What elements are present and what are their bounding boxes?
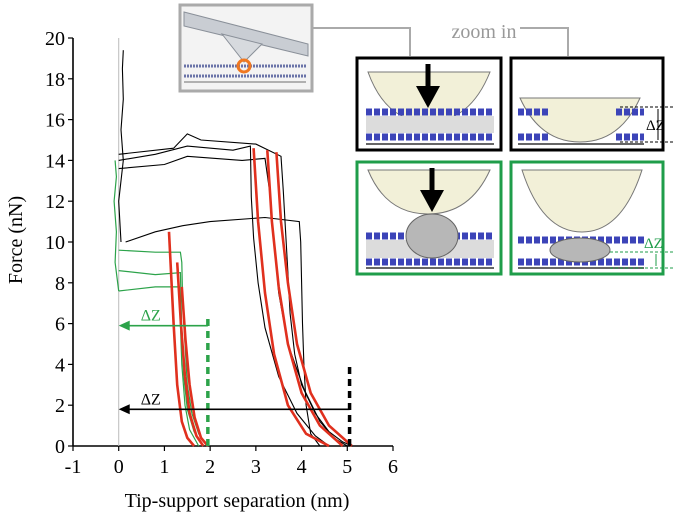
y-tick-label: 20	[45, 28, 65, 50]
delta-z-label-black-inset: ΔZ	[646, 118, 665, 134]
black-force-curve	[118, 50, 124, 243]
x-tick-label: 2	[205, 456, 215, 478]
x-tick-label: -1	[65, 456, 82, 478]
protein-cluster	[405, 213, 459, 259]
black-force-curve	[125, 216, 321, 447]
fit-curve	[266, 150, 344, 447]
y-tick-label: 2	[55, 395, 65, 417]
protein-cluster	[549, 237, 611, 263]
x-tick-label: 3	[251, 456, 261, 478]
down-arrow-icon	[416, 64, 440, 108]
arrowhead-left-icon	[118, 320, 130, 331]
y-tick-label: 18	[45, 69, 65, 91]
panel-protein-bilayer-approach	[355, 160, 503, 276]
y-tick-label: 4	[55, 354, 65, 376]
black-force-curve	[118, 133, 353, 447]
y-axis-label: Force (nN)	[5, 196, 27, 284]
green-force-curve	[118, 286, 200, 447]
x-tick-label: 5	[342, 456, 352, 478]
panel-protein-bilayer-breakthrough: ΔZ	[509, 160, 674, 276]
plot-overlay: ΔZ ΔZ	[118, 308, 352, 446]
x-axis-label: Tip-support separation (nm)	[125, 490, 350, 512]
zoom-connector-right	[520, 27, 569, 56]
y-tick-label: 14	[45, 150, 65, 172]
delta-z-label-black: ΔZ	[141, 391, 161, 408]
y-tick-label: 8	[55, 273, 65, 295]
y-tick-label: 12	[45, 191, 65, 213]
delta-z-label-green-inset: ΔZ	[644, 236, 663, 252]
fit-curve	[275, 152, 353, 447]
fit-curve	[252, 148, 330, 448]
panel-pure-bilayer-breakthrough: ΔZ	[509, 56, 674, 152]
delta-z-label-green: ΔZ	[141, 308, 161, 325]
panel-pure-bilayer-approach	[355, 56, 503, 152]
black-force-curve	[118, 145, 330, 447]
green-force-curve	[113, 160, 120, 292]
lipid-bilayer	[366, 108, 494, 145]
down-arrow-icon	[420, 168, 444, 212]
zoom-connector	[312, 27, 411, 56]
y-tick-label: 0	[55, 436, 65, 458]
fit-curve	[175, 262, 205, 447]
y-tick-label: 10	[45, 232, 65, 254]
x-tick-label: 1	[159, 456, 169, 478]
zoom-in-label: zoom in	[452, 21, 517, 43]
arrowhead-left-icon	[118, 404, 130, 415]
y-tick-label: 6	[55, 314, 65, 336]
afm-tip-icon	[183, 11, 309, 83]
x-tick-label: 0	[114, 456, 124, 478]
inset-panel: zoom in	[178, 3, 674, 276]
x-tick-label: 6	[388, 456, 398, 478]
fit-curve	[167, 231, 196, 447]
y-tick-label: 16	[45, 110, 65, 132]
fit-curve	[180, 286, 209, 447]
x-tick-label: 4	[297, 456, 307, 478]
